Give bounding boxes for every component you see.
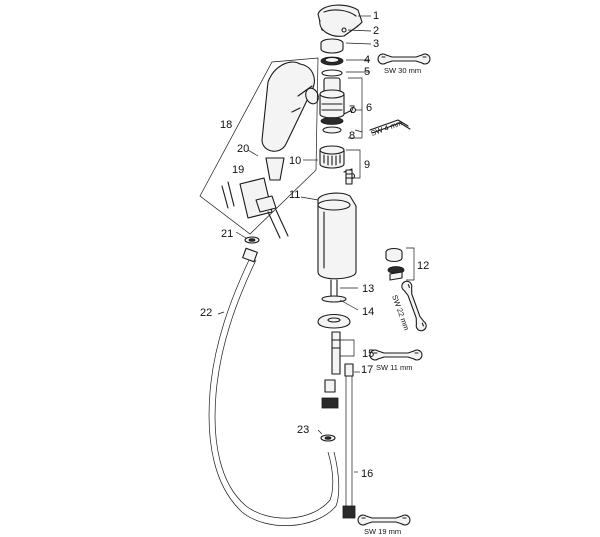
- shower-hose: [208, 247, 340, 526]
- wrench-icon-30: [377, 53, 431, 65]
- flex-supply-hose: [342, 363, 356, 519]
- callout-16: 16: [361, 468, 373, 480]
- mounting-nut: [321, 379, 339, 409]
- wrench-icon-19: [357, 514, 411, 526]
- wall-bracket: [221, 177, 289, 239]
- callout-12: 12: [417, 260, 429, 272]
- stem-valve: [345, 169, 353, 185]
- callout-22: 22: [200, 307, 212, 319]
- shower-holder-clip: [265, 157, 285, 181]
- cap-ring: [320, 38, 344, 54]
- callout-19: 19: [232, 164, 244, 176]
- washer-23: [320, 434, 336, 442]
- washer-21: [244, 236, 260, 244]
- callout-3: 3: [373, 38, 379, 50]
- mounting-rod: [331, 331, 341, 375]
- callout-18: 18: [220, 119, 232, 131]
- tool-label-sw11: SW 11 mm: [376, 363, 413, 372]
- aerator: [385, 247, 405, 281]
- clamping-nut: [320, 56, 344, 66]
- wrench-icon-11: [369, 349, 423, 361]
- callout-20: 20: [237, 143, 249, 155]
- set-screw: [341, 27, 347, 33]
- callout-21: 21: [221, 228, 233, 240]
- o-ring: [321, 69, 343, 77]
- callout-9: 9: [364, 159, 370, 171]
- callout-10: 10: [289, 155, 301, 167]
- cartridge-screw: [343, 106, 357, 115]
- hex-key-icon: [369, 119, 411, 134]
- callout-11: 11: [289, 189, 300, 201]
- hand-shower: [261, 61, 319, 152]
- callout-7: 7: [349, 104, 355, 116]
- callout-17: 17: [361, 364, 373, 376]
- callout-1: 1: [373, 10, 379, 22]
- cartridge: [319, 77, 345, 134]
- callout-15: 15: [362, 348, 374, 360]
- rubber-seal: [321, 295, 347, 303]
- callout-13: 13: [362, 283, 374, 295]
- bracket-outline: [199, 57, 319, 235]
- threaded-stud: [330, 279, 338, 297]
- callout-5: 5: [364, 66, 370, 78]
- tool-label-sw19: SW 19 mm: [364, 527, 401, 536]
- lever-handle: [317, 4, 363, 37]
- callout-6: 6: [366, 102, 372, 114]
- callout-8: 8: [349, 130, 355, 142]
- callout-2: 2: [373, 25, 379, 37]
- tool-label-sw30: SW 30 mm: [384, 66, 421, 75]
- callout-14: 14: [362, 306, 374, 318]
- leader-lines: [217, 15, 415, 473]
- callout-23: 23: [297, 424, 309, 436]
- callout-4: 4: [364, 54, 370, 66]
- tool-label-sw4: SW 4 mm: [370, 118, 404, 138]
- faucet-body: [317, 192, 357, 280]
- tool-label-sw22: SW 22 mm: [390, 294, 411, 332]
- horseshoe-washer: [317, 313, 351, 329]
